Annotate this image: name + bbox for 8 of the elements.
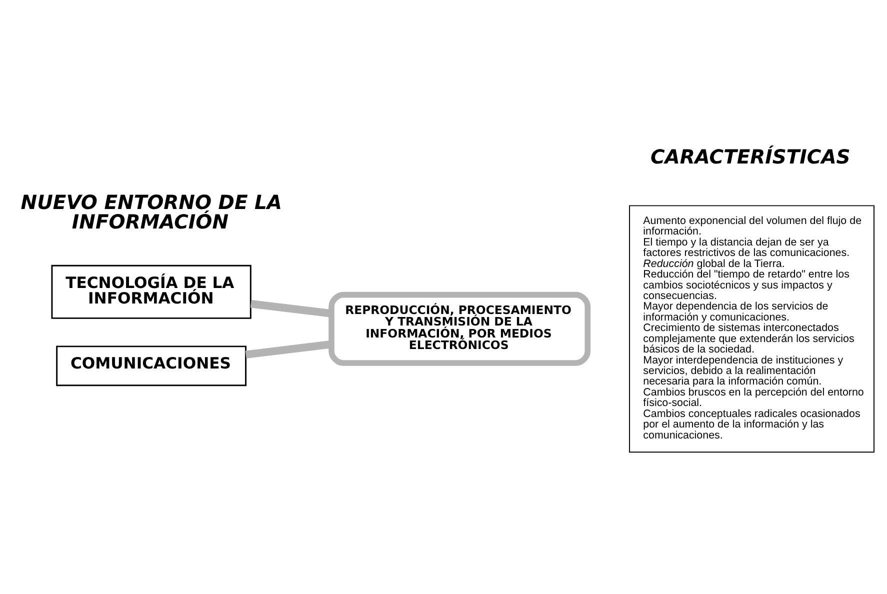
connector	[250, 300, 332, 318]
connector	[245, 340, 332, 358]
node-box: COMUNICACIONES	[56, 346, 247, 386]
node-box: Aumento exponencial del volumen del flujo de información. El tiempo y la distancia dejan de ser ya factores restrictivos de las comunicaciones. Reducción global de la Tierra. Reducción del "tiempo de retardo" entre los cambios sociotécnicos y sus impactos y consecuencias. Mayor dependencia de los servicios de información y comunicaciones. Crecimiento de sistemas interconectados complejamente que extenderán los servicios básicos de la sociedad. Mayor interdependencia de instituciones y servicios, debido a la realimentación necesaria para la información común. Cambios bruscos en la percepción del entorno físico-social. Cambios conceptuales radicales ocasionados por el aumento de la información y las comunicaciones.	[629, 205, 874, 453]
label: NUEVO ENTORNO DE LA INFORMACIÓN	[20, 191, 282, 234]
label: CARACTERÍSTICAS	[650, 145, 850, 168]
node-box: TECNOLOGÍA DE LA INFORMACIÓN	[51, 264, 252, 319]
node-box: REPRODUCCIÓN, PROCESAMIENTO Y TRANSMISIÓN DE LA INFORMACIÓN, POR MEDIOS ELECTRÓNICOS	[328, 292, 591, 366]
